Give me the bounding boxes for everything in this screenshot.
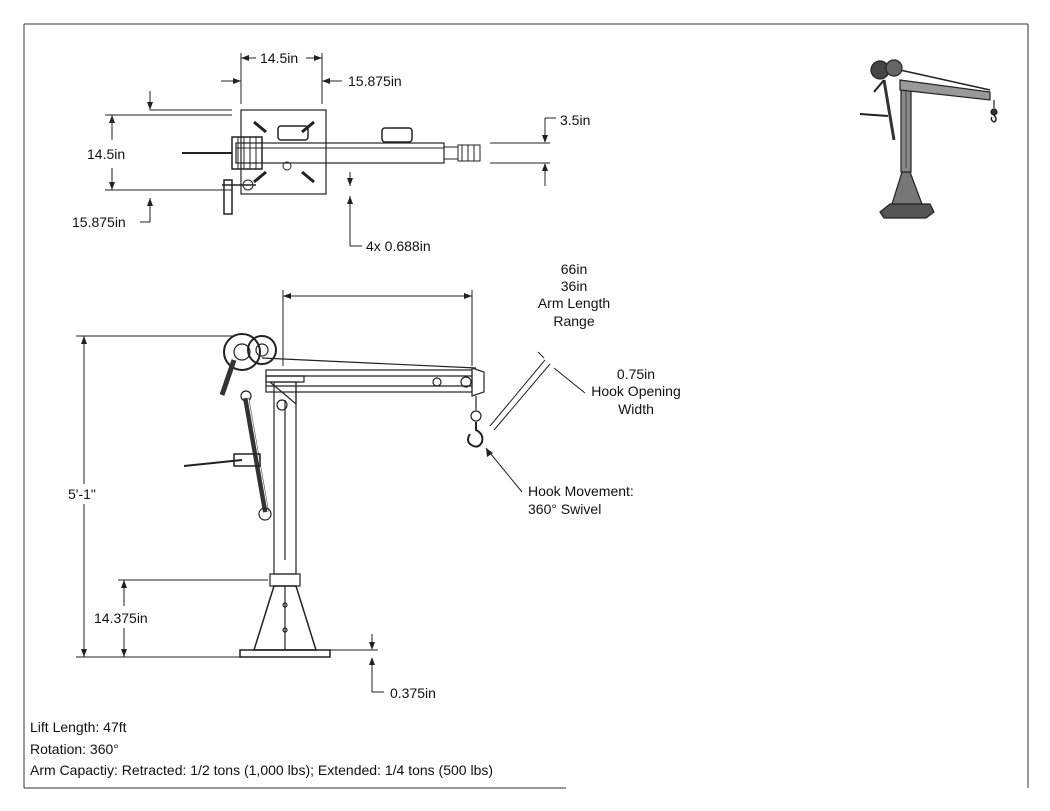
hook-movement-value: 360° Swivel [528, 501, 601, 517]
hook-opening-value: 0.75in [617, 366, 655, 382]
specifications-notes: Lift Length: 47ft Rotation: 360° Arm Cap… [30, 717, 493, 782]
hook-opening-width: Width [618, 401, 654, 417]
sheet-border [23, 23, 1029, 789]
dim-holes: 4x 0.688in [366, 238, 431, 254]
arm-length-range: Range [553, 313, 594, 329]
side-view-arrowheads [81, 293, 472, 665]
dim-left-offset: 15.875in [72, 214, 126, 230]
note-lift-length: Lift Length: 47ft [30, 719, 127, 735]
note-rotation: Rotation: 360° [30, 740, 119, 757]
dim-base-height: 14.375in [94, 610, 148, 626]
actuator [243, 397, 269, 513]
hook-movement-leader [485, 447, 523, 493]
winch-drum [223, 333, 261, 371]
note-capacity: Arm Capactiy: Retracted: 1/2 tons (1,000… [30, 762, 494, 778]
top-view-arrowheads [109, 55, 548, 206]
dim-tube-height: 3.5in [560, 112, 590, 128]
arm-length-min: 36in [561, 278, 587, 294]
dim-base-plate: 0.375in [390, 685, 436, 701]
dim-total-height: 5'-1" [68, 486, 96, 502]
dim-top-offset: 15.875in [348, 73, 402, 89]
isometric-view [859, 59, 998, 219]
dim-top-width: 14.5in [260, 50, 298, 66]
hook-movement-label: Hook Movement: [528, 483, 634, 499]
arm-length-label: Arm Length [538, 295, 610, 311]
dim-left-height: 14.5in [87, 146, 125, 162]
hook-opening-label: Hook Opening [591, 383, 681, 399]
side-view [183, 333, 485, 658]
top-view [182, 109, 481, 215]
side-view-dimensions [76, 290, 473, 693]
hook-opening-indicator [489, 351, 586, 431]
arm-length-max: 66in [561, 261, 587, 277]
arm-tube [235, 142, 445, 164]
hook [467, 422, 484, 448]
top-view-dimensions [105, 53, 556, 247]
mounting-plate [240, 109, 327, 195]
